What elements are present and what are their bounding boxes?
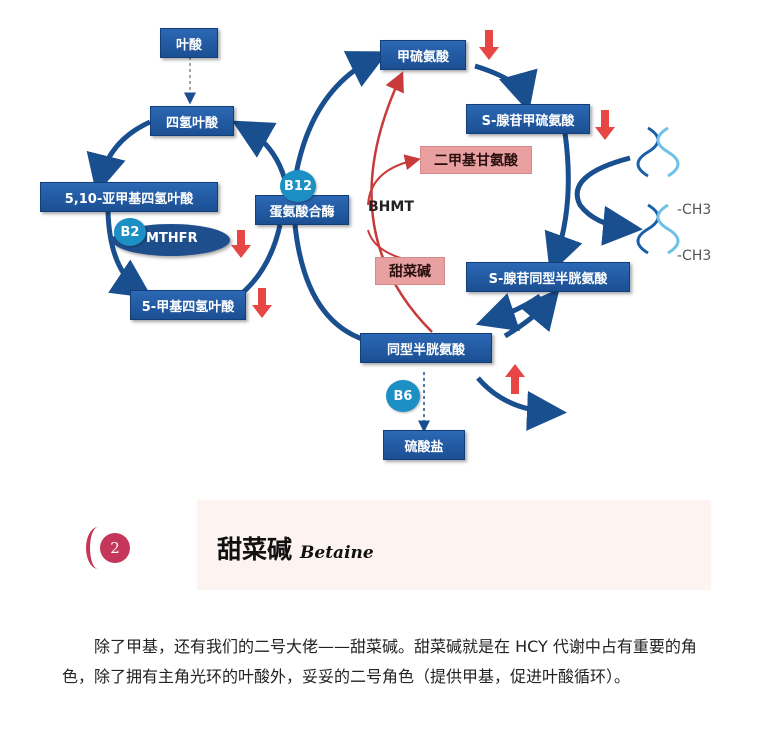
arrow-bhmt-to-methionine <box>370 71 433 333</box>
arrow-hcy-to-sah <box>503 288 560 339</box>
up-arrow-1 <box>505 364 525 394</box>
dna-icon-1 <box>636 126 680 178</box>
arrow-methionine-to-sam <box>474 63 538 113</box>
section-subtitle: Betaine <box>300 543 374 563</box>
arrow-methylene-to-methyl <box>105 211 153 299</box>
node-sah: S-腺苷同型半胱氨酸 <box>466 262 630 292</box>
enzyme-bhmt-label: BHMT <box>368 199 414 215</box>
cofactor-b6: B6 <box>386 380 420 412</box>
arrow-thf-to-methylene <box>86 119 152 195</box>
node-betaine: 甜菜碱 <box>375 257 445 285</box>
section-banner <box>197 500 711 590</box>
down-arrow-1 <box>479 30 499 60</box>
node-dimethylglycine: 二甲基甘氨酸 <box>420 146 532 174</box>
arrow-hcy-out <box>476 376 567 431</box>
node-sam: S-腺苷甲硫氨酸 <box>466 104 590 134</box>
methyl-label-2: -CH3 <box>677 248 712 264</box>
cofactor-b12: B12 <box>280 170 316 202</box>
arrow-synthase-to-methionine <box>292 51 389 181</box>
cofactor-b2: B2 <box>114 218 146 246</box>
badge-bracket <box>86 527 110 569</box>
dna-icon-2 <box>636 203 680 255</box>
down-arrow-4 <box>252 288 272 318</box>
arrow-sam-to-sah <box>544 132 583 275</box>
section-title-text: 甜菜碱 <box>217 535 293 564</box>
arrow-betaine-to-dmg <box>367 154 421 206</box>
node-methyl-thf: 5-甲基四氢叶酸 <box>130 290 246 320</box>
enzyme-mthfr-label: MTHFR <box>146 231 198 246</box>
body-paragraph: 除了甲基，还有我们的二号大佬——甜菜碱。甜菜碱就是在 HCY 代谢中占有重要的角… <box>62 637 697 686</box>
arrow-methyl-to-synthase <box>238 224 283 297</box>
node-thf: 四氢叶酸 <box>150 106 234 136</box>
node-methylene-thf: 5,10-亚甲基四氢叶酸 <box>40 182 218 212</box>
node-sulfate: 硫酸盐 <box>383 430 465 460</box>
section-number-badge: 2 <box>100 533 130 563</box>
methyl-label-1: -CH3 <box>677 202 712 218</box>
node-methionine: 甲硫氨酸 <box>380 40 466 70</box>
down-arrow-2 <box>595 110 615 140</box>
section-title: 甜菜碱 Betaine <box>217 530 374 566</box>
arrow-methyl-release <box>574 155 643 246</box>
arrow-hcy-to-synthase <box>292 224 366 343</box>
arrow-synthase-to-thf <box>231 120 288 181</box>
node-folic-acid: 叶酸 <box>160 28 218 58</box>
node-homocysteine: 同型半胱氨酸 <box>360 333 492 363</box>
metabolism-diagram <box>86 30 680 433</box>
down-arrow-3 <box>231 230 251 258</box>
